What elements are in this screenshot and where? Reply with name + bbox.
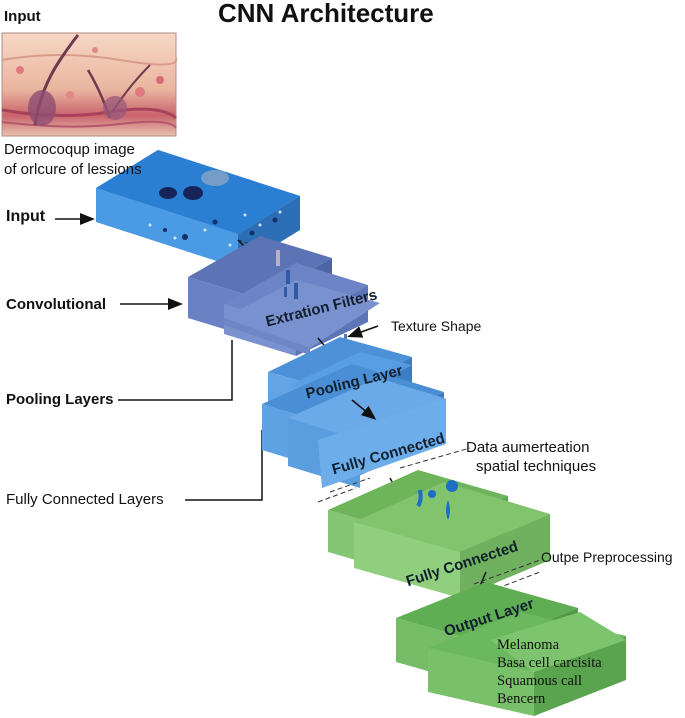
output-block <box>396 582 626 716</box>
caption-line-1: Dermocoqup image <box>4 141 135 158</box>
output-class-item: Melanoma <box>497 637 560 653</box>
augmentation-line-1: Data aumerteation <box>466 439 590 456</box>
pooling-connector <box>118 340 233 401</box>
input-image-caption: Dermocoqup image of orlcure of lessions <box>4 140 142 180</box>
fully-connected-green-block <box>328 470 550 598</box>
side-label-input: Input <box>6 208 46 225</box>
input-image-label: Input <box>4 8 41 25</box>
augmentation-line-2: spatial techniques <box>476 458 597 475</box>
preprocessing-annotation: Outpe Preprocessing <box>541 549 673 565</box>
output-class-item: Basa cell carcisita <box>497 655 602 671</box>
caption-line-2: of orlcure of lessions <box>4 161 142 178</box>
output-class-item: Squamous call <box>497 673 582 689</box>
side-label-convolutional: Convolutional <box>6 296 106 313</box>
side-label-pooling: Pooling Layers <box>6 391 114 408</box>
fc-connector <box>185 430 263 501</box>
side-label-fully-connected: Fully Connected Layers <box>6 491 164 508</box>
texture-shape-annotation: Texture Shape <box>391 318 482 334</box>
skin-lesion-image <box>1 32 178 137</box>
output-class-list: Melanoma Basa cell carcisita Squamous ca… <box>497 636 602 708</box>
convolutional-block <box>188 236 380 356</box>
output-class-item: Bencern <box>497 691 546 707</box>
input-block <box>96 150 300 268</box>
diagram-title: CNN Architecture <box>218 0 434 28</box>
fully-connected-blue-block <box>262 364 446 488</box>
connector-lines <box>55 213 263 501</box>
